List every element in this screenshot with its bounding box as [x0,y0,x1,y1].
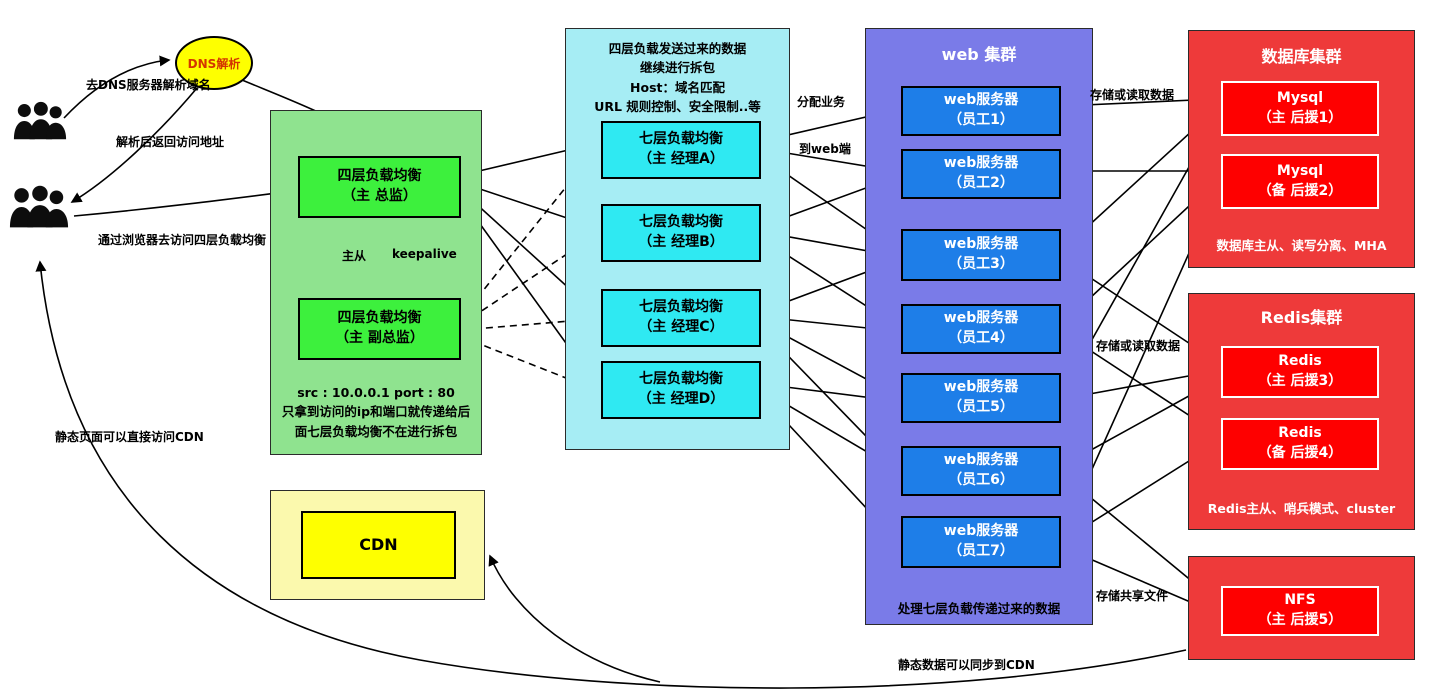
node-title: 四层负载均衡 [337,310,422,327]
l7-node-a: 七层负载均衡 （主 经理A） [601,121,761,179]
cdn-node: CDN [301,511,456,579]
node-title: Mysql [1276,162,1324,179]
edge-users-to-l4-master [73,186,295,217]
node-title: Mysql [1276,89,1324,106]
node-subtitle: （备 后援4） [1257,445,1343,461]
node-title: 四层负载均衡 [337,168,422,185]
node-title: CDN [359,534,398,554]
nfs-cluster-container: NFS （主 后援5） [1188,556,1415,660]
label-to-dns: 去DNS服务器解析域名 [86,78,211,92]
node-title: 七层负载均衡 [639,214,723,231]
label-dns-return: 解析后返回访问地址 [116,135,225,149]
mysql-master-node: Mysql （主 后援1） [1221,81,1379,136]
l4-cluster-container: 四层负载均衡 （主 总监） 四层负载均衡 （主 副总监） src : 10.0.… [270,110,482,455]
mysql-backup-node: Mysql （备 后援2） [1221,154,1379,209]
label-assign-business: 分配业务 [797,95,846,109]
edge-nfs-sweep-to-users [35,260,1187,689]
redis-master-node: Redis （主 后援3） [1221,346,1379,398]
node-title: 七层负载均衡 [639,299,723,316]
l4-cluster-note: src : 10.0.0.1 port : 80 只拿到访问的ip和端口就传递给… [271,383,481,441]
label-store-read-db: 存储或读取数据 [1090,88,1175,102]
node-subtitle: （备 后援2） [1257,182,1343,199]
nfs-node: NFS （主 后援5） [1221,586,1379,636]
node-title: web服务器 [943,379,1019,396]
db-cluster-container: 数据库集群 Mysql （主 后援1） Mysql （备 后援2） 数据库主从、… [1188,30,1415,268]
l7-node-d: 七层负载均衡 （主 经理D） [601,361,761,419]
node-subtitle: （员工6） [948,472,1014,488]
node-subtitle: （主 后援3） [1257,373,1343,389]
redis-cluster-container: Redis集群 Redis （主 后援3） Redis （备 后援4） Redi… [1188,293,1415,530]
node-title: web服务器 [943,310,1019,327]
node-subtitle: （员工3） [948,256,1014,272]
l4-note-line3: 面七层负载均衡不在进行拆包 [294,423,458,439]
redis-backup-node: Redis （备 后援4） [1221,418,1379,470]
web-server-4: web服务器 （员工4） [901,304,1061,354]
l7-header-line3: Host：域名匹配 [630,79,725,95]
web-server-1: web服务器 （员工1） [901,86,1061,136]
node-subtitle: （主 经理C） [638,319,724,335]
node-subtitle: （主 经理D） [637,391,725,407]
node-title: 七层负载均衡 [639,371,723,388]
web-cluster-title: web 集群 [941,45,1017,64]
web-cluster-container: web 集群 web服务器 （员工1） web服务器 （员工2） web服务器 … [865,28,1093,625]
node-title: web服务器 [943,92,1019,109]
users-group-icon [8,184,70,234]
web-server-7: web服务器 （员工7） [901,516,1061,568]
label-store-read-redis: 存储或读取数据 [1096,339,1181,353]
node-subtitle: （主 后援1） [1257,109,1343,126]
dns-label: DNS解析 [187,56,241,71]
label-master-slave: 主从 [342,249,367,263]
label-store-shared: 存储共享文件 [1096,589,1169,603]
redis-cluster-title: Redis集群 [1260,308,1343,327]
l4-note-line2: 只拿到访问的ip和端口就传递给后 [281,404,471,420]
edge-dns-to-users [70,87,198,203]
edge-sweep-to-cdn [488,554,661,683]
l7-header-line2: 继续进行拆包 [639,60,715,76]
dns-node: DNS解析 [175,36,253,90]
node-title: web服务器 [943,155,1019,172]
web-server-5: web服务器 （员工5） [901,373,1061,423]
l7-header-line4: URL 规则控制、安全限制..等 [594,99,761,115]
l7-node-c: 七层负载均衡 （主 经理C） [601,289,761,347]
node-title: Redis [1278,425,1322,442]
edge-users-to-dns [63,55,171,119]
node-title: Redis [1278,353,1322,370]
label-keepalive: keepalive [392,247,457,261]
node-subtitle: （员工4） [948,330,1014,346]
node-subtitle: （主 副总监） [335,330,424,346]
db-cluster-note: 数据库主从、读写分离、MHA [1216,238,1387,253]
l7-header-line1: 四层负载发送过来的数据 [608,41,747,56]
node-subtitle: （员工1） [948,112,1014,128]
node-title: web服务器 [943,523,1019,540]
l4-backup-node: 四层负载均衡 （主 副总监） [298,298,461,360]
web-cluster-note: 处理七层负载传递过来的数据 [897,601,1061,616]
web-server-6: web服务器 （员工6） [901,446,1061,496]
node-title: 七层负载均衡 [639,131,723,148]
redis-cluster-note: Redis主从、哨兵模式、cluster [1207,501,1396,516]
web-server-2: web服务器 （员工2） [901,149,1061,199]
l4-master-node: 四层负载均衡 （主 总监） [298,156,461,218]
db-cluster-title: 数据库集群 [1261,47,1342,66]
cdn-container: CDN [270,490,485,600]
label-via-browser: 通过浏览器去访问四层负载均衡 [98,233,267,247]
node-subtitle: （员工5） [948,399,1014,415]
label-static-sync-cdn: 静态数据可以同步到CDN [898,658,1035,672]
l7-node-b: 七层负载均衡 （主 经理B） [601,204,761,262]
label-static-direct-cdn: 静态页面可以直接访问CDN [55,430,204,444]
node-subtitle: （主 后援5） [1257,612,1343,628]
l7-cluster-container: 四层负载发送过来的数据 继续进行拆包 Host：域名匹配 URL 规则控制、安全… [565,28,790,450]
users-group-icon [12,101,68,145]
node-subtitle: （员工7） [948,543,1014,559]
node-subtitle: （主 经理B） [638,234,724,250]
l7-cluster-header: 四层负载发送过来的数据 继续进行拆包 Host：域名匹配 URL 规则控制、安全… [566,39,789,117]
node-subtitle: （员工2） [948,175,1014,191]
node-title: NFS [1284,592,1316,609]
node-title: web服务器 [943,452,1019,469]
node-subtitle: （主 经理A） [638,151,724,167]
node-subtitle: （主 总监） [342,188,417,204]
label-to-web: 到web端 [799,142,851,156]
web-server-3: web服务器 （员工3） [901,229,1061,281]
node-title: web服务器 [943,236,1019,253]
l4-note-line1: src : 10.0.0.1 port : 80 [297,385,455,400]
